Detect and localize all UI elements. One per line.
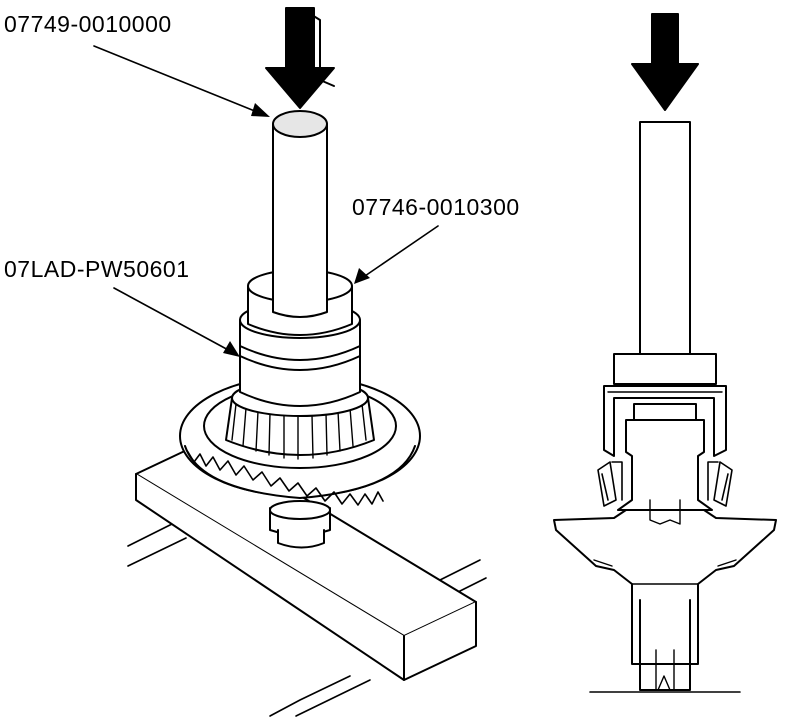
cross-section-view: [553, 13, 777, 693]
press-arrow-icon: [631, 13, 699, 111]
callout-leaders: [93, 45, 439, 353]
callout-label-bearing-tool: 07LAD-PW50601: [4, 256, 190, 282]
section-rollers: [597, 461, 733, 507]
leader-arrowheads: [223, 103, 370, 357]
lower-shaft-stub: [269, 500, 331, 549]
section-shaft: [617, 403, 713, 511]
arrowhead-press-tool: [251, 103, 270, 117]
leader-attachment: [361, 225, 439, 279]
callout-label-press-tool: 07749-0010000: [4, 11, 172, 37]
section-bearing-driver: [603, 385, 727, 457]
leader-press-tool: [93, 45, 263, 115]
press-arrow-icon: [265, 7, 335, 109]
perspective-view: [93, 7, 487, 717]
arrowhead-attachment: [354, 268, 370, 284]
leader-bearing-tool: [113, 287, 233, 353]
section-attachment: [613, 353, 717, 385]
section-shaft-lower: [639, 499, 691, 691]
driver-handle: [272, 110, 328, 318]
section-driver-handle: [639, 121, 691, 355]
arrowhead-bearing-tool: [223, 341, 240, 357]
bearing-rollers: [231, 403, 367, 460]
section-bevel-gear: [553, 509, 777, 665]
gear-teeth: [187, 451, 384, 506]
callout-label-attachment: 07746-0010300: [352, 194, 520, 220]
